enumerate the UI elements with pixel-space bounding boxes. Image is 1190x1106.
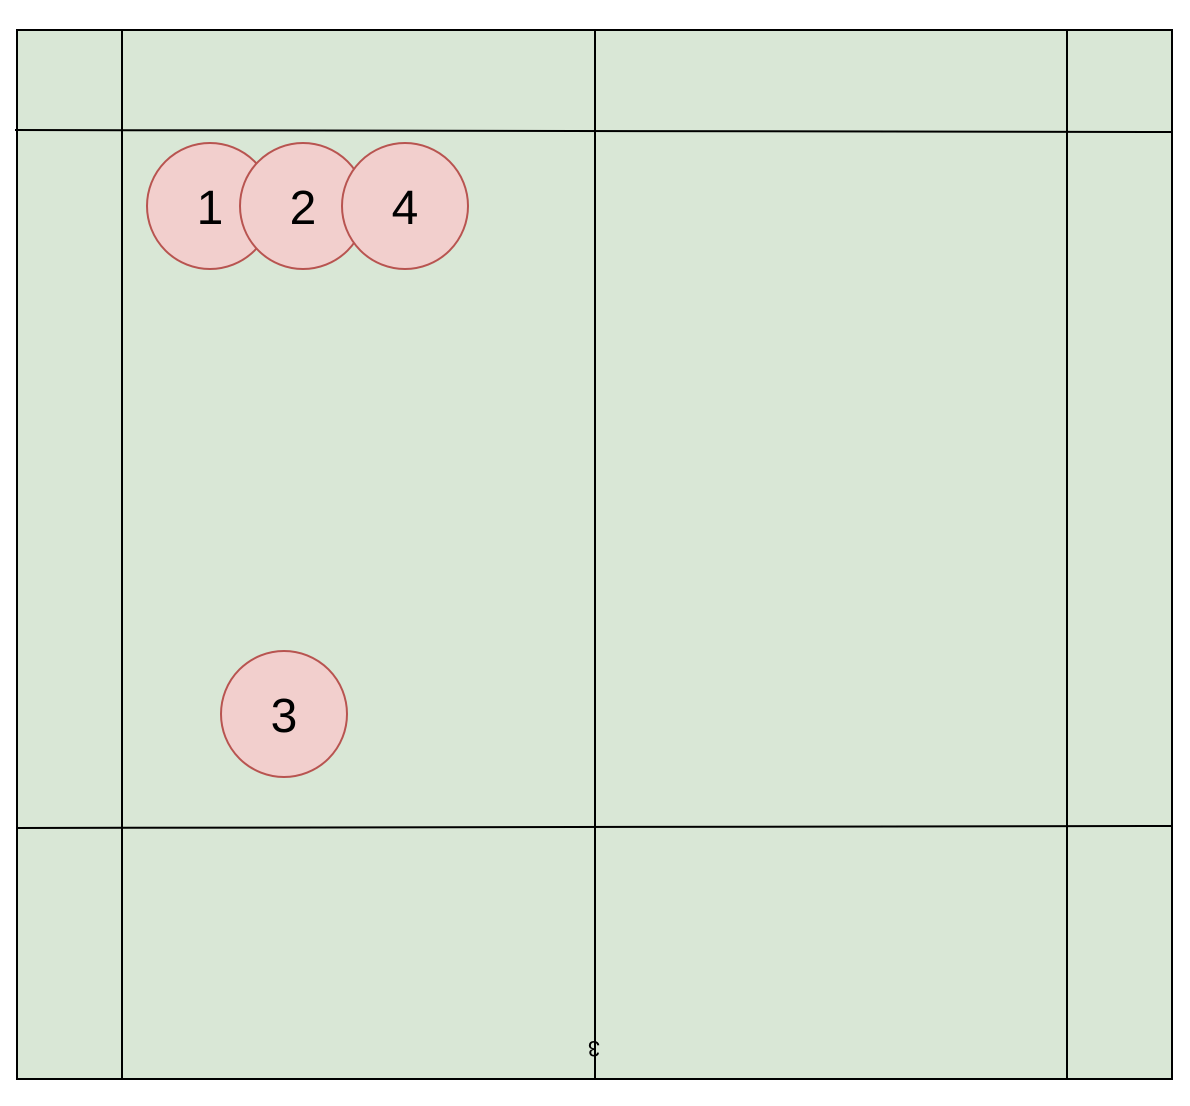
marker-1-label: 1 <box>197 182 224 235</box>
marker-1: 1 <box>146 142 274 270</box>
marker-2-label: 2 <box>290 182 317 235</box>
marker-3-label: 3 <box>271 690 298 743</box>
marker-4: 4 <box>341 142 469 270</box>
top-service-line <box>14 129 1173 133</box>
bottom-mark-label: 3 <box>588 1036 600 1061</box>
marker-3: 3 <box>220 650 348 778</box>
marker-4-label: 4 <box>392 182 419 235</box>
bottom-mark: 3 <box>588 1036 600 1061</box>
bottom-service-line <box>16 825 1173 829</box>
